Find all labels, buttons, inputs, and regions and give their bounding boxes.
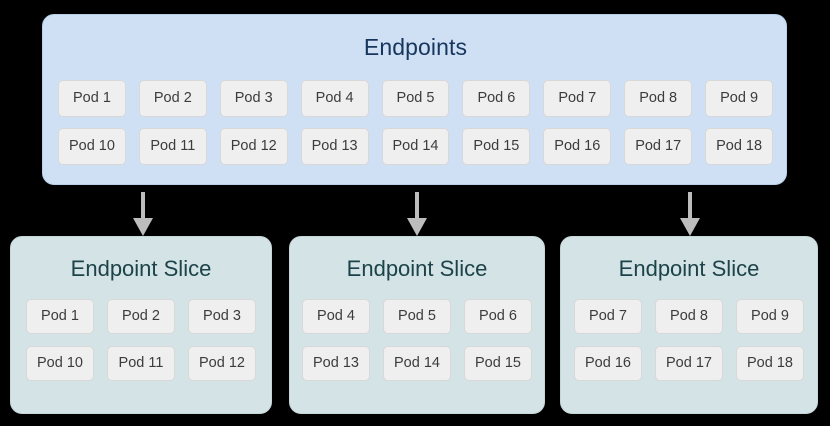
pod-chip[interactable]: Pod 16 [543,128,612,165]
pod-chip[interactable]: Pod 12 [219,128,288,165]
pod-chip[interactable]: Pod 14 [381,128,450,165]
pod-chip[interactable]: Pod 16 [574,346,642,381]
endpoint-slice-title: Endpoint Slice [346,256,488,281]
pod-chip[interactable]: Pod 2 [107,299,175,334]
pod-chip[interactable]: Pod 6 [464,299,532,334]
pod-chip[interactable]: Pod 18 [736,346,804,381]
pod-chip[interactable]: Pod 13 [302,346,370,381]
endpoint-slice-pod-row-1: Pod 1 Pod 2 Pod 3 [11,299,271,334]
pod-chip[interactable]: Pod 7 [543,80,612,117]
pod-chip[interactable]: Pod 18 [705,128,774,165]
pod-chip[interactable]: Pod 12 [188,346,256,381]
arrow-head [680,218,700,236]
endpoint-slice-panel-3: Endpoint Slice Pod 7 Pod 8 Pod 9 Pod 16 … [560,236,818,414]
pod-chip[interactable]: Pod 4 [302,299,370,334]
endpoint-slice-pod-grid: Pod 4 Pod 5 Pod 6 Pod 13 Pod 14 Pod 15 [290,299,544,393]
pod-chip[interactable]: Pod 7 [574,299,642,334]
arrow-shaft [141,192,145,220]
endpoint-slice-title: Endpoint Slice [618,256,760,281]
pod-chip[interactable]: Pod 17 [624,128,693,165]
endpoint-slice-pod-row-1: Pod 4 Pod 5 Pod 6 [290,299,544,334]
pod-chip[interactable]: Pod 1 [26,299,94,334]
pod-chip[interactable]: Pod 13 [300,128,369,165]
pod-chip[interactable]: Pod 11 [107,346,175,381]
endpoints-panel: Endpoints Pod 1 Pod 2 Pod 3 Pod 4 Pod 5 … [42,14,787,185]
endpoint-slice-pod-grid: Pod 7 Pod 8 Pod 9 Pod 16 Pod 17 Pod 18 [561,299,817,393]
arrow-shaft [688,192,692,220]
endpoint-slice-pod-row-1: Pod 7 Pod 8 Pod 9 [561,299,817,334]
endpoint-slice-pod-row-2: Pod 13 Pod 14 Pod 15 [290,346,544,381]
pod-chip[interactable]: Pod 2 [138,80,207,117]
pod-chip[interactable]: Pod 10 [26,346,94,381]
pod-chip[interactable]: Pod 3 [188,299,256,334]
pod-chip[interactable]: Pod 8 [655,299,723,334]
endpoint-slice-pod-row-2: Pod 16 Pod 17 Pod 18 [561,346,817,381]
pod-chip[interactable]: Pod 9 [705,80,774,117]
pod-chip[interactable]: Pod 5 [383,299,451,334]
pod-chip[interactable]: Pod 15 [464,346,532,381]
endpoint-slice-pod-row-2: Pod 10 Pod 11 Pod 12 [11,346,271,381]
pod-chip[interactable]: Pod 14 [383,346,451,381]
arrow-down-icon [132,192,154,236]
pod-chip[interactable]: Pod 11 [138,128,207,165]
endpoints-title: Endpoints [363,34,468,60]
endpoint-slice-panel-1: Endpoint Slice Pod 1 Pod 2 Pod 3 Pod 10 … [10,236,272,414]
pod-chip[interactable]: Pod 15 [462,128,531,165]
arrow-head [407,218,427,236]
endpoint-slice-title: Endpoint Slice [70,256,212,281]
pod-chip[interactable]: Pod 5 [381,80,450,117]
pod-chip[interactable]: Pod 10 [58,128,126,165]
arrow-down-icon [679,192,701,236]
pod-chip[interactable]: Pod 9 [736,299,804,334]
endpoints-pod-row-2: Pod 10 Pod 11 Pod 12 Pod 13 Pod 14 Pod 1… [58,128,774,165]
pod-chip[interactable]: Pod 17 [655,346,723,381]
arrow-head [133,218,153,236]
pod-chip[interactable]: Pod 8 [624,80,693,117]
pod-chip[interactable]: Pod 1 [58,80,126,117]
arrow-shaft [415,192,419,220]
endpoints-pod-row-1: Pod 1 Pod 2 Pod 3 Pod 4 Pod 5 Pod 6 Pod … [58,80,774,117]
endpoint-slice-panel-2: Endpoint Slice Pod 4 Pod 5 Pod 6 Pod 13 … [289,236,545,414]
endpoint-slice-pod-grid: Pod 1 Pod 2 Pod 3 Pod 10 Pod 11 Pod 12 [11,299,271,393]
pod-chip[interactable]: Pod 3 [219,80,288,117]
pod-chip[interactable]: Pod 4 [300,80,369,117]
pod-chip[interactable]: Pod 6 [462,80,531,117]
arrow-down-icon [406,192,428,236]
endpoints-pod-grid: Pod 1 Pod 2 Pod 3 Pod 4 Pod 5 Pod 6 Pod … [58,80,774,176]
